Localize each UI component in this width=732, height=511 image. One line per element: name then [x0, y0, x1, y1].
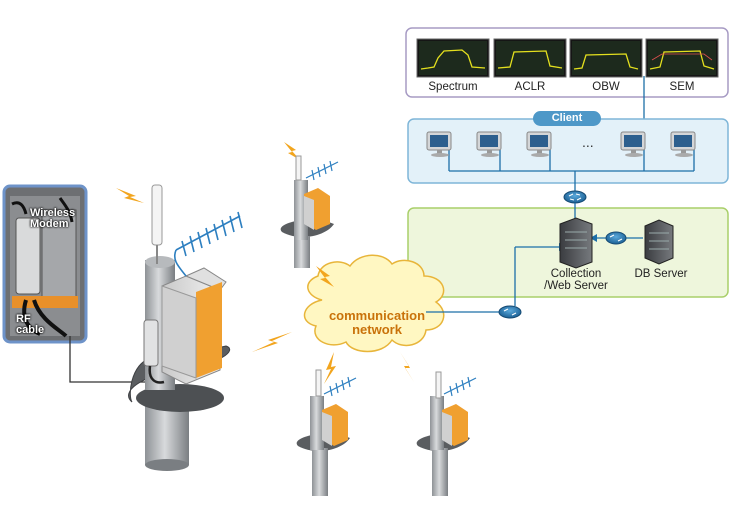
db-router-icon	[605, 231, 627, 245]
inset-connector-line	[69, 336, 148, 383]
collection-server-label: Collection /Web Server	[540, 268, 612, 292]
client-pc-2	[476, 131, 502, 157]
router-icon	[563, 190, 587, 204]
server-links	[444, 203, 643, 313]
client-badge: Client	[533, 111, 601, 126]
client-ellipsis: ...	[582, 134, 594, 150]
sem-label: SEM	[669, 81, 695, 93]
obw-label: OBW	[592, 81, 620, 93]
client-bus-lines	[448, 150, 695, 192]
rf-line1: RF	[16, 313, 31, 325]
network-label: communication network	[313, 309, 441, 337]
collection-server-line2: /Web Server	[544, 280, 608, 292]
client-pc-3	[526, 131, 552, 157]
communication-cloud	[303, 254, 445, 353]
tower-bottom-right	[416, 371, 477, 496]
sem-screen	[645, 38, 719, 78]
tower-bottom-left	[296, 369, 357, 496]
wireless-modem-label: Wireless Modem	[30, 208, 75, 230]
modem-line2: Modem	[30, 218, 69, 230]
obw-screen	[569, 38, 643, 78]
rf-line2: cable	[16, 324, 45, 336]
network-line1: communication	[328, 308, 426, 323]
spectrum-label: Spectrum	[428, 81, 478, 93]
client-pc-1	[426, 131, 452, 157]
modem-line1: Wireless	[30, 207, 76, 219]
collection-server-line1: Collection	[550, 268, 602, 280]
network-line2: network	[352, 322, 402, 337]
arrow-from-db	[590, 234, 597, 242]
monitor-panel	[405, 27, 729, 98]
client-computers	[426, 131, 696, 157]
aclr-label: ACLR	[514, 81, 546, 93]
spectrum-screen	[416, 38, 490, 78]
modem-inset	[2, 184, 88, 344]
client-pc-4	[620, 131, 646, 157]
collection-server-icon	[559, 217, 593, 269]
db-server-icon	[644, 219, 674, 265]
tower-top	[280, 155, 339, 268]
rf-cable-label: RF cable	[16, 314, 44, 336]
client-pc-5	[670, 131, 696, 157]
network-router-icon	[498, 305, 522, 319]
aclr-screen	[493, 38, 567, 78]
main-yagi-antenna	[173, 211, 243, 277]
client-panel	[407, 118, 729, 184]
db-server-label: DB Server	[634, 268, 688, 280]
main-tower	[128, 184, 231, 471]
